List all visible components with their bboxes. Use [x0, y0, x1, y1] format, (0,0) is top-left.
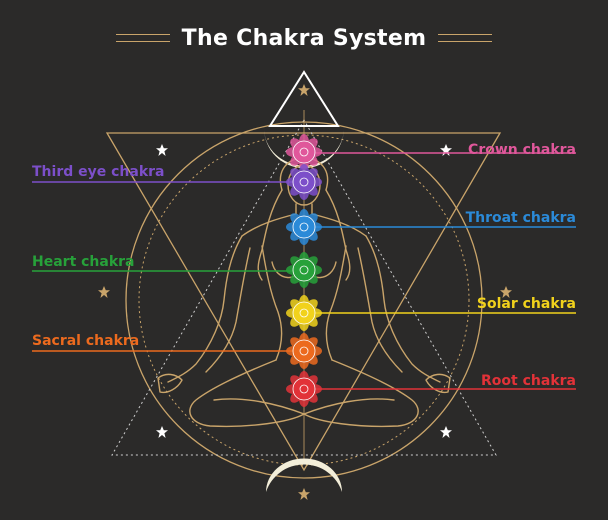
- chakra-connectors: [32, 152, 576, 390]
- star-icon: [500, 286, 512, 298]
- chakra-label: Third eye chakra: [32, 164, 165, 180]
- title-bar: The Chakra System: [0, 18, 608, 58]
- title-rule-right: [438, 34, 493, 42]
- bottom-crescent-moon-icon: [266, 458, 342, 492]
- chakra-label: Root chakra: [481, 373, 576, 389]
- chakra-label: Heart chakra: [32, 254, 135, 270]
- star-icon: [156, 144, 168, 156]
- star-icon: [440, 144, 452, 156]
- chakra-label: Throat chakra: [465, 210, 576, 226]
- chakra-symbol-icon: [286, 295, 322, 331]
- stars: [98, 84, 512, 500]
- page-title: The Chakra System: [181, 25, 427, 51]
- down-triangle: [105, 132, 502, 472]
- star-icon: [156, 426, 168, 438]
- chakra-symbol-icon: [286, 209, 322, 245]
- star-icon: [440, 426, 452, 438]
- chakra-label: Sacral chakra: [32, 333, 140, 349]
- star-icon: [298, 488, 310, 500]
- chakra-symbols: [286, 134, 322, 407]
- chakra-symbol-icon: [286, 333, 322, 369]
- inner-dotted-circle: [138, 134, 470, 466]
- chakra-symbol-icon: [286, 252, 322, 288]
- chakra-symbol-icon: [286, 134, 322, 170]
- star-icon: [298, 84, 310, 96]
- top-triangle-icon: [268, 70, 340, 127]
- moons: [120, 128, 488, 492]
- chakra-symbol-icon: [286, 164, 322, 200]
- meditating-figure: [157, 157, 451, 428]
- star-icon: [98, 286, 110, 298]
- chakra-symbol-icon: [286, 371, 322, 407]
- chakra-label: Crown chakra: [468, 142, 576, 158]
- title-rule-left: [115, 34, 170, 42]
- chakra-label: Solar chakra: [476, 296, 576, 312]
